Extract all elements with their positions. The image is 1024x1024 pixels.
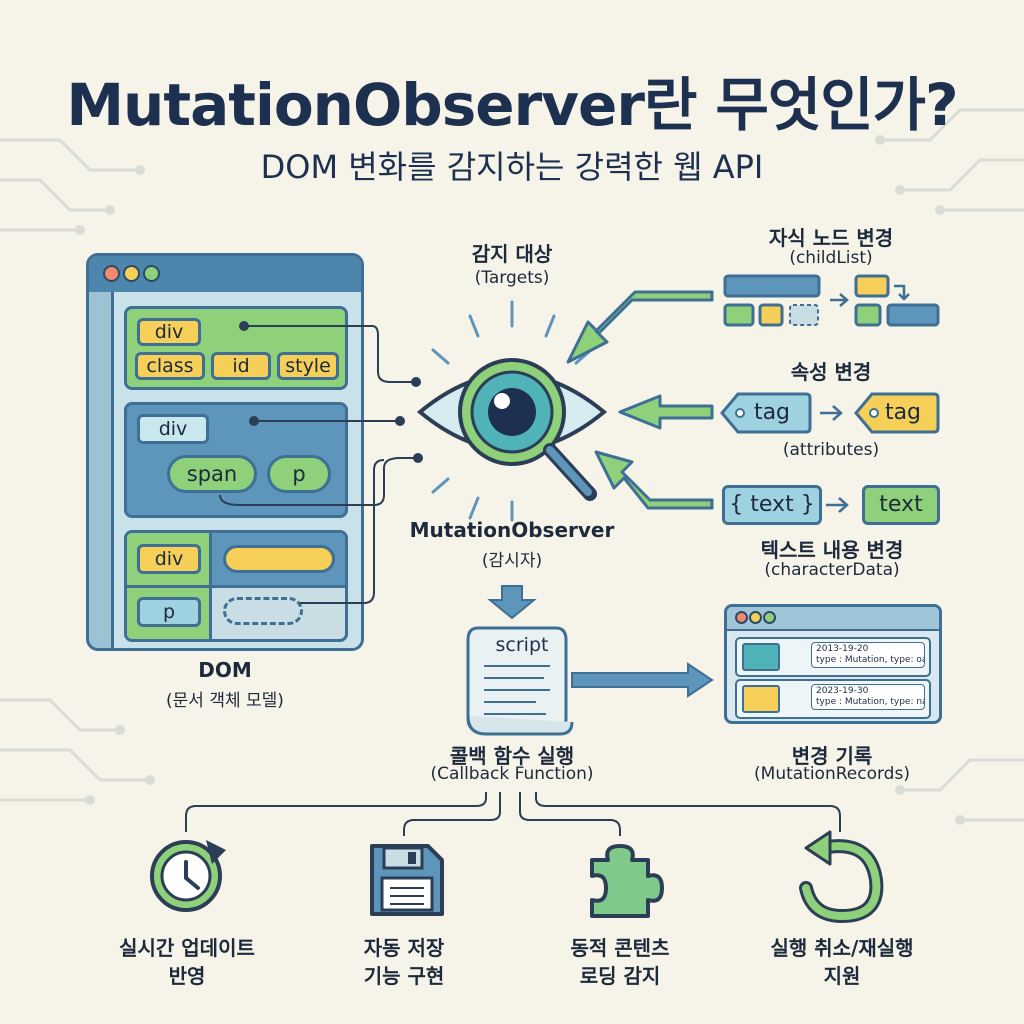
window-dot-green: [143, 265, 160, 282]
window-dot-yellow: [123, 265, 140, 282]
observer-label: MutationObserver: [409, 518, 615, 542]
attributes-label-en: (attributes): [782, 440, 880, 460]
use-case-undo-line2: 지원: [823, 964, 861, 988]
dom-pill-p: p: [267, 455, 331, 493]
text-before-chip: { text }: [722, 485, 822, 525]
targets-label-en: (Targets): [474, 268, 550, 288]
record-icon: [742, 643, 780, 671]
attributes-label: 속성 변경: [790, 360, 872, 384]
childlist-label: 자식 노드 변경: [768, 226, 894, 250]
dom-panel-children: div span p: [124, 402, 348, 518]
dom-chip-class: class: [135, 352, 205, 380]
use-case-undo-line1: 실행 취소/재실행: [770, 936, 914, 960]
record-detail: type : Mutation, type: oasril: [816, 655, 924, 665]
callback-to-records-arrow: [571, 662, 714, 698]
callback-label-en: (Callback Function): [430, 764, 594, 784]
characterdata-label: 텍스트 내용 변경: [760, 538, 904, 562]
dom-label-ko: (문서 객체 모델): [166, 691, 284, 711]
window-dot-red: [735, 611, 748, 624]
dom-label: DOM: [198, 658, 252, 682]
page-title: MutationObserver란 무엇인가?: [66, 71, 958, 139]
mutation-records-window: 2013-19-20 type : Mutation, type: oasril…: [724, 604, 942, 724]
record-detail: type : Mutation, type: natil: [816, 697, 925, 707]
use-case-realtime-line2: 반영: [168, 964, 206, 988]
script-label: script: [495, 634, 549, 656]
floppy-disk-icon: [370, 844, 444, 916]
window-dot-red: [103, 265, 120, 282]
use-case-autosave-line1: 자동 저장: [363, 936, 445, 960]
observer-to-callback-arrow: [487, 585, 537, 620]
use-case-dynamic-line2: 로딩 감지: [579, 964, 661, 988]
dom-browser-window: div class id style div span p div p: [86, 253, 364, 651]
records-titlebar: [727, 607, 939, 631]
window-dot-green: [763, 611, 776, 624]
dom-panel-text: div p: [124, 530, 348, 642]
dom-pill-text-empty: [223, 597, 303, 625]
mutation-record-row: 2023-19-30 type : Mutation, type: natil: [735, 679, 931, 719]
mutation-record-row: 2013-19-20 type : Mutation, type: oasril: [735, 637, 931, 677]
dom-chip-id: id: [211, 352, 271, 380]
attributes-diagram: [720, 392, 940, 434]
connector-dots: [239, 321, 423, 463]
use-case-branches: [185, 792, 841, 836]
dom-pill-text-yellow: [223, 545, 335, 573]
dom-chip-div: div: [137, 414, 209, 444]
attr-tag-after: tag: [884, 400, 922, 425]
page-subtitle: DOM 변화를 감지하는 강력한 웹 API: [260, 148, 764, 186]
targets-label: 감지 대상: [471, 242, 553, 266]
window-dot-yellow: [749, 611, 762, 624]
dom-connector-lines: [219, 325, 418, 604]
eye-rays: [431, 300, 593, 522]
callback-label: 콜백 함수 실행: [449, 744, 575, 768]
dom-chip-p: p: [137, 597, 201, 627]
dom-chip-style: style: [277, 352, 339, 380]
characterdata-label-en: (characterData): [764, 560, 900, 580]
dom-chip-div: div: [137, 544, 201, 574]
undo-arrow-icon: [799, 830, 884, 924]
record-date: 2023-19-30: [816, 686, 869, 696]
record-text: 2013-19-20 type : Mutation, type: oasril: [811, 642, 925, 668]
record-text: 2023-19-30 type : Mutation, type: natil: [811, 684, 925, 710]
clock-refresh-icon: [150, 840, 226, 912]
record-icon: [742, 685, 780, 713]
dom-content-area: div class id style div span p div p: [111, 292, 361, 648]
script-scroll-icon: [466, 626, 574, 736]
use-case-realtime-line1: 실시간 업데이트: [119, 936, 255, 960]
text-change-arrow: [826, 497, 849, 513]
use-case-dynamic-line1: 동적 콘텐츠: [570, 936, 670, 960]
dom-pill-span: span: [167, 455, 257, 493]
use-case-autosave-line2: 기능 구현: [363, 964, 445, 988]
observer-label-ko: (감시자): [481, 551, 543, 571]
childlist-diagram: [723, 274, 940, 327]
dom-chip-div: div: [137, 318, 201, 346]
text-after-chip: text: [862, 485, 940, 525]
incoming-arrows: [566, 290, 714, 510]
observer-eye-icon: [416, 358, 608, 501]
dom-panel-attributes: div class id style: [124, 306, 348, 390]
childlist-label-en: (childList): [789, 248, 873, 268]
record-date: 2013-19-20: [816, 644, 869, 654]
attr-tag-before: tag: [753, 400, 791, 425]
dom-window-titlebar: [89, 256, 361, 292]
records-label: 변경 기록: [791, 744, 873, 768]
puzzle-piece-icon: [590, 844, 664, 918]
records-label-en: (MutationRecords): [754, 764, 910, 784]
